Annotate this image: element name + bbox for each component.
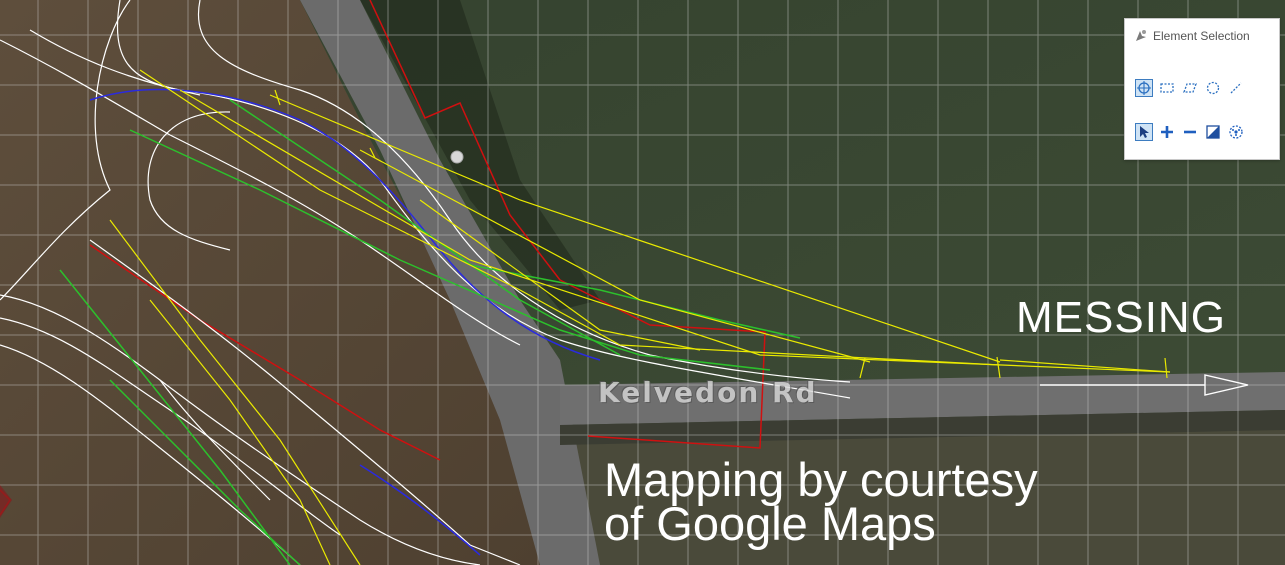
element-selection-icon — [1136, 30, 1146, 41]
polygon-selection-icon[interactable] — [1181, 79, 1199, 97]
invert-selection-icon[interactable] — [1204, 123, 1222, 141]
map-credit: Mapping by courtesy of Google Maps — [604, 453, 1038, 550]
selection-method-row — [1135, 75, 1265, 101]
select-all-icon[interactable] — [1227, 123, 1245, 141]
panel-title-text: Element Selection — [1153, 29, 1250, 43]
pointer-select-icon[interactable] — [1135, 123, 1153, 141]
subtract-selection-icon[interactable] — [1181, 123, 1199, 141]
add-selection-icon[interactable] — [1158, 123, 1176, 141]
rectangle-selection-icon[interactable] — [1158, 79, 1176, 97]
road-name-label: Kelvedon Rd — [598, 376, 818, 409]
map-credit-line1: Mapping by courtesy — [604, 453, 1038, 506]
field-left — [0, 0, 560, 565]
direction-arrow — [1040, 374, 1249, 396]
field-bottom-right — [560, 420, 1285, 565]
line-selection-icon[interactable] — [1227, 79, 1245, 97]
map-credit-line2: of Google Maps — [604, 496, 936, 550]
individual-selection-icon[interactable] — [1135, 79, 1153, 97]
circle-selection-icon[interactable] — [1204, 79, 1222, 97]
place-label-messing: MESSING — [1016, 293, 1226, 342]
centreline-blue-lines — [89, 88, 601, 556]
panel-title: Element Selection — [1133, 28, 1250, 44]
hedge-shadow — [360, 0, 600, 310]
red-edge-marker — [0, 485, 12, 518]
element-selection-panel[interactable]: Element Selection — [1124, 18, 1280, 160]
survey-point-marker — [450, 150, 464, 164]
selection-mode-row — [1135, 119, 1265, 145]
verge — [560, 410, 1285, 445]
visibility-yellow-lines — [109, 69, 1171, 565]
